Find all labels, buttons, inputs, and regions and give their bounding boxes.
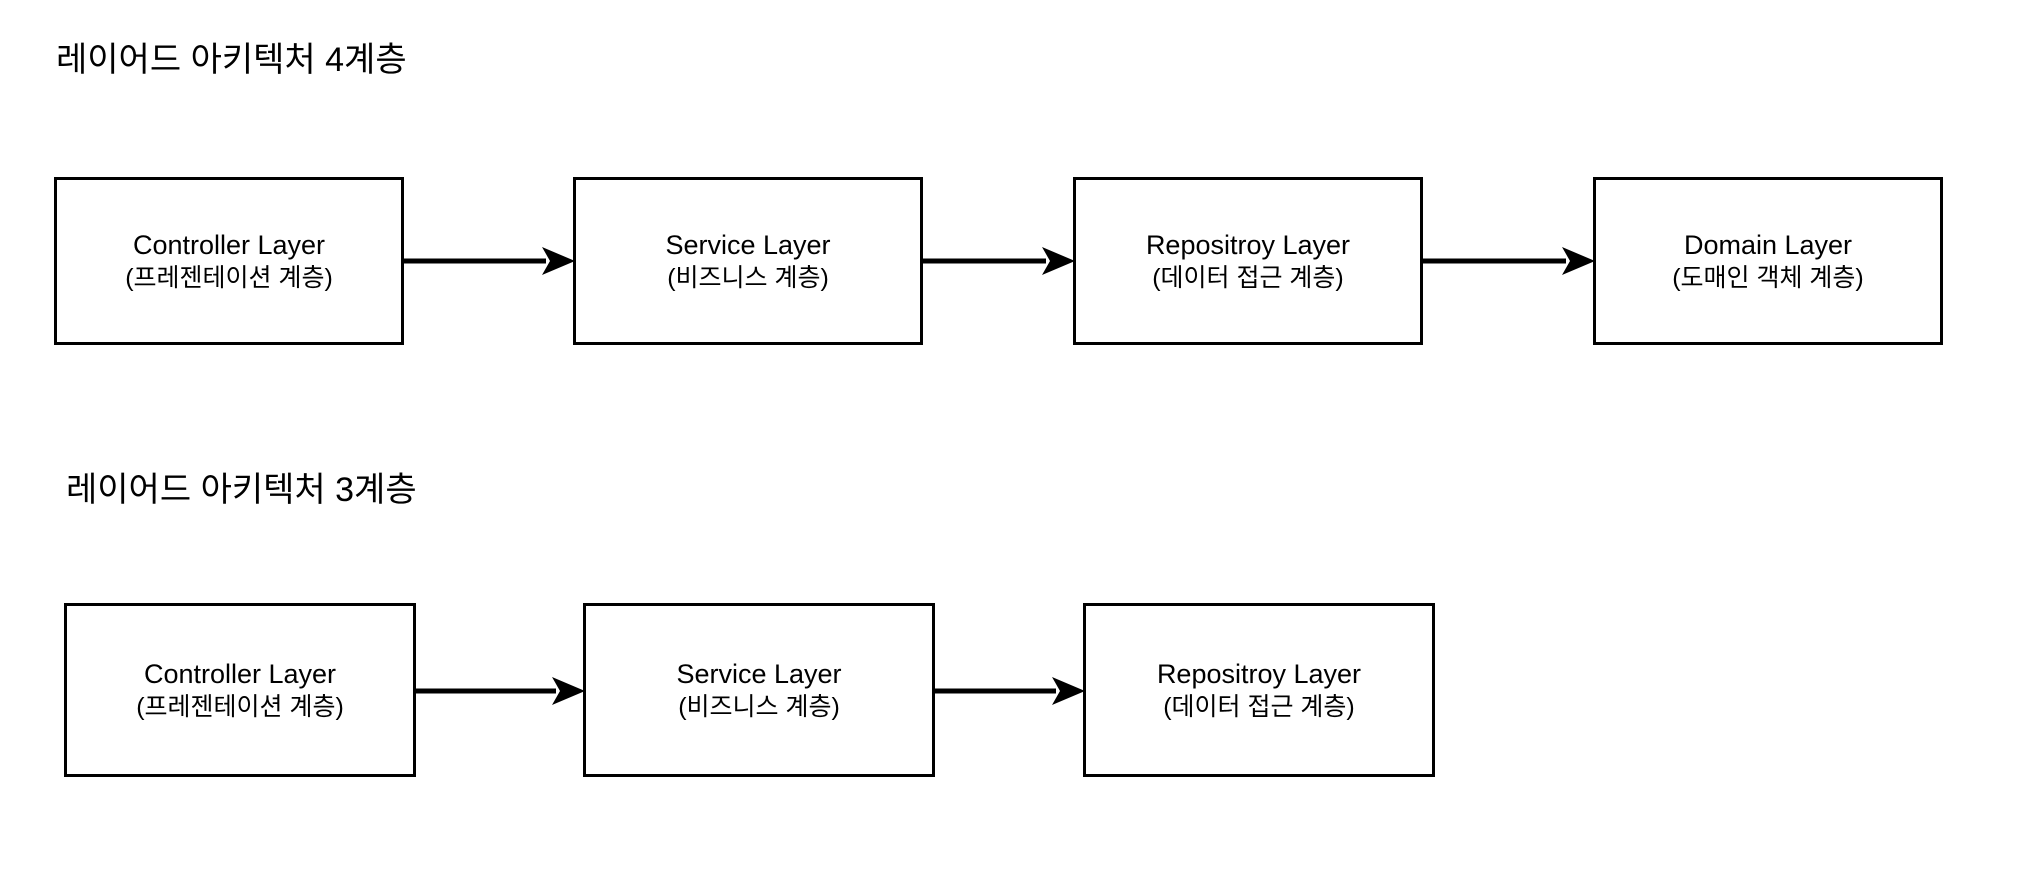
node-subtitle: (도매인 객체 계층): [1672, 263, 1864, 292]
node-subtitle: (비즈니스 계층): [667, 263, 829, 292]
node-title: Domain Layer: [1683, 229, 1853, 260]
node-title: Repositroy Layer: [1156, 658, 1362, 689]
node-subtitle: (비즈니스 계층): [678, 692, 840, 721]
node-service-layer-3[interactable]: Service Layer (비즈니스 계층): [583, 603, 935, 777]
node-domain-layer-4[interactable]: Domain Layer (도매인 객체 계층): [1593, 177, 1943, 345]
arrow-controller-to-service-3: [415, 671, 585, 711]
node-title: Service Layer: [676, 658, 842, 689]
node-subtitle: (데이터 접근 계층): [1163, 692, 1355, 721]
section-title-4layer: 레이어드 아키텍처 4계층: [56, 41, 407, 79]
arrow-repository-to-domain-4: [1423, 241, 1595, 281]
node-controller-layer-3[interactable]: Controller Layer (프레젠테이션 계층): [64, 603, 416, 777]
node-repository-layer-3[interactable]: Repositroy Layer (데이터 접근 계층): [1083, 603, 1435, 777]
arrow-service-to-repository-4: [923, 241, 1075, 281]
node-subtitle: (프레젠테이션 계층): [136, 692, 344, 721]
node-service-layer-4[interactable]: Service Layer (비즈니스 계층): [573, 177, 923, 345]
arrow-controller-to-service-4: [404, 241, 575, 281]
node-title: Controller Layer: [132, 229, 326, 260]
node-subtitle: (프레젠테이션 계층): [125, 263, 333, 292]
node-title: Controller Layer: [143, 658, 337, 689]
section-title-3layer: 레이어드 아키텍처 3계층: [66, 471, 417, 509]
node-subtitle: (데이터 접근 계층): [1152, 263, 1344, 292]
node-title: Service Layer: [665, 229, 831, 260]
node-controller-layer-4[interactable]: Controller Layer (프레젠테이션 계층): [54, 177, 404, 345]
arrow-service-to-repository-3: [933, 671, 1085, 711]
node-title: Repositroy Layer: [1145, 229, 1351, 260]
node-repository-layer-4[interactable]: Repositroy Layer (데이터 접근 계층): [1073, 177, 1423, 345]
